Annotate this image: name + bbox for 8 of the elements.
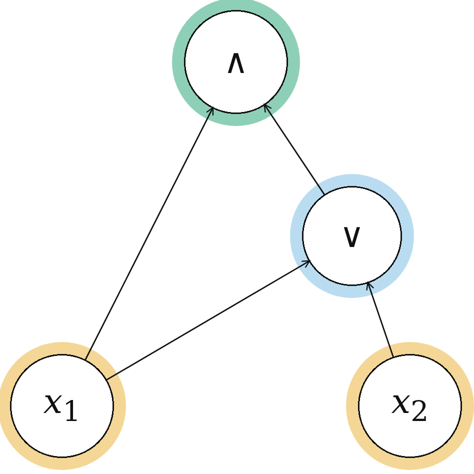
node-label: ∨ [340,219,364,253]
node-label: x$_{2}$ [391,385,429,427]
arrow [106,260,310,381]
arrow [84,106,214,361]
node-label: x$_{1}$ [43,385,81,427]
arrow [264,104,326,196]
arrow [366,282,394,358]
node-label: ∧ [224,45,248,79]
